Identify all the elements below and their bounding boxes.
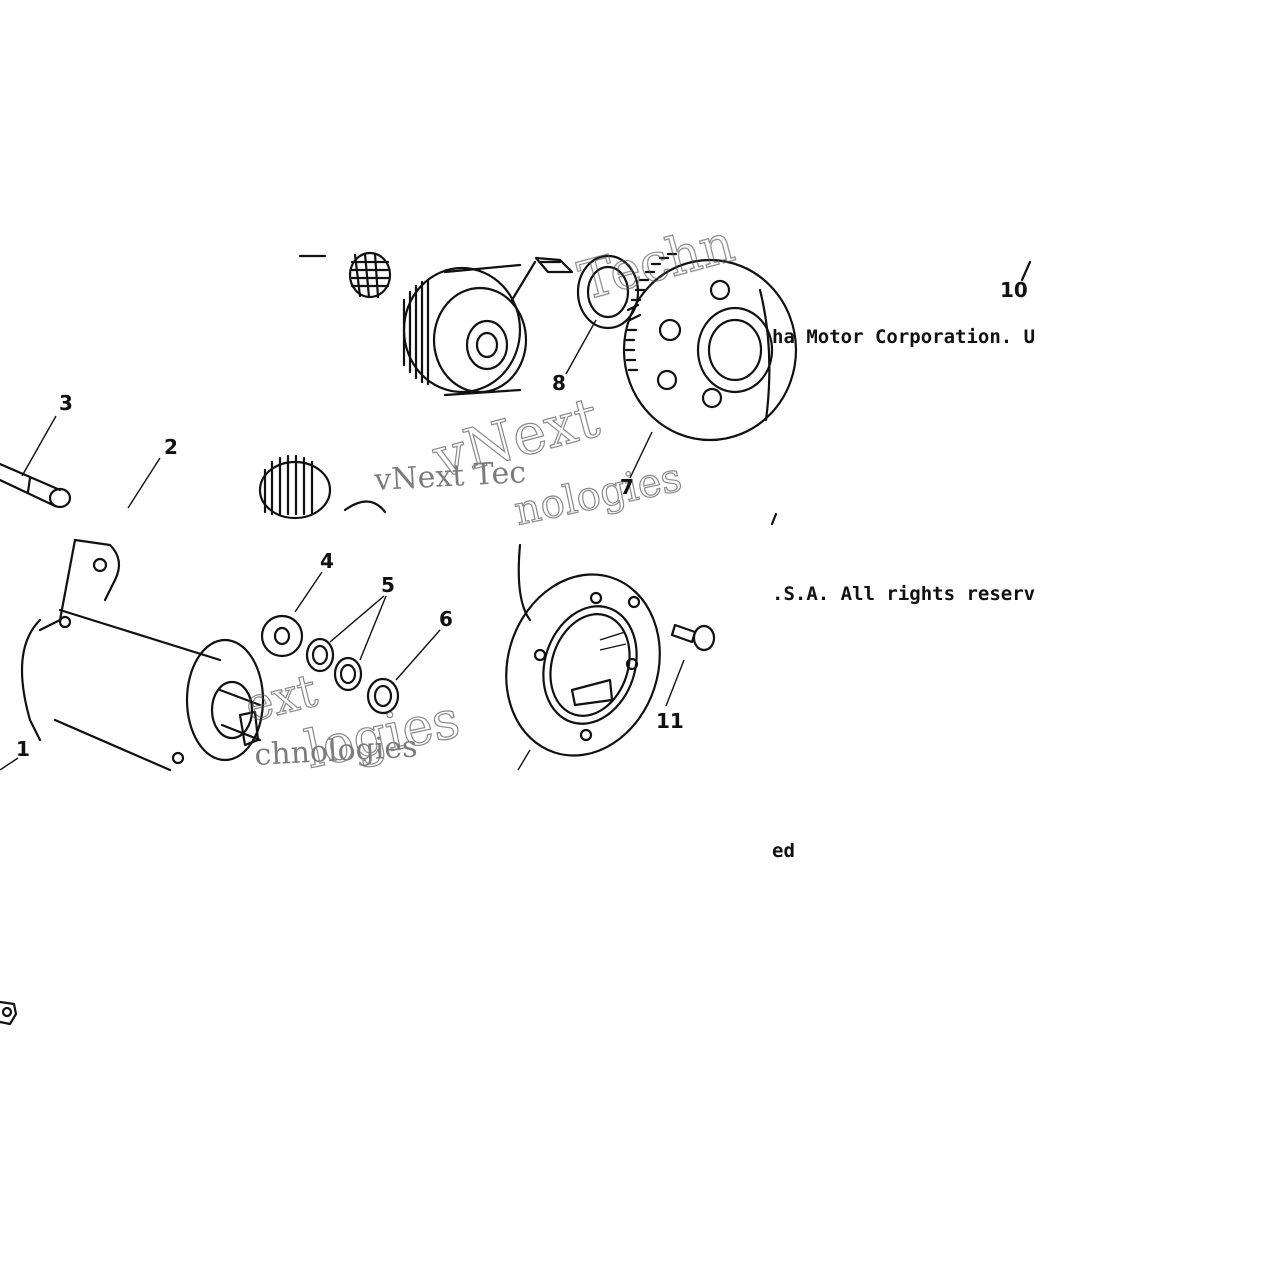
o-rings-5 bbox=[305, 595, 387, 692]
starter-motor-1 bbox=[0, 538, 265, 772]
copyright-line-1: ha Motor Corporation. U bbox=[772, 326, 1035, 348]
callout-10: 10 bbox=[1000, 278, 1028, 302]
copyright-line-2: .S.A. All rights reserv bbox=[772, 583, 1035, 605]
callout-5: 5 bbox=[381, 573, 395, 597]
watermark-line-3: nologies bbox=[511, 455, 686, 535]
callout-4: 4 bbox=[320, 549, 334, 573]
watermark: vNext Techn nologies logies vNext Tec ch… bbox=[239, 213, 741, 781]
top-left-tile bbox=[298, 251, 574, 397]
callout-3: 3 bbox=[59, 391, 73, 415]
watermark-line-6: chnologies bbox=[254, 729, 419, 772]
starter-motor-tile bbox=[0, 415, 441, 772]
roller-bearing-top bbox=[348, 251, 392, 299]
shaft-3 bbox=[0, 415, 72, 509]
washer-4 bbox=[260, 571, 323, 658]
bolt-fragment bbox=[0, 1000, 18, 1026]
callout-2: 2 bbox=[164, 435, 178, 459]
washer-6 bbox=[366, 629, 441, 715]
callout-labels: 1 2 3 4 5 6 7 8 10 11 bbox=[16, 278, 1028, 761]
callout-8: 8 bbox=[552, 371, 566, 395]
top-right-tile bbox=[565, 252, 798, 479]
callout-11: 11 bbox=[656, 709, 684, 733]
ring-gear-7 bbox=[622, 252, 798, 479]
copyright-line-3: ed bbox=[772, 840, 795, 862]
cover-plate bbox=[505, 543, 661, 771]
washer-8 bbox=[565, 254, 640, 375]
watermark-line-5: vNext Tec bbox=[373, 455, 527, 498]
bearing-fragment bbox=[258, 454, 387, 520]
starter-clutch-gear bbox=[402, 256, 574, 397]
callout-1: 1 bbox=[16, 737, 30, 761]
bolt-11 bbox=[665, 623, 716, 707]
callout-7: 7 bbox=[620, 475, 634, 499]
copyright-text: ha Motor Corporation. U .S.A. All rights… bbox=[772, 326, 1035, 862]
callout-6: 6 bbox=[439, 607, 453, 631]
cover-tile bbox=[505, 260, 1032, 771]
